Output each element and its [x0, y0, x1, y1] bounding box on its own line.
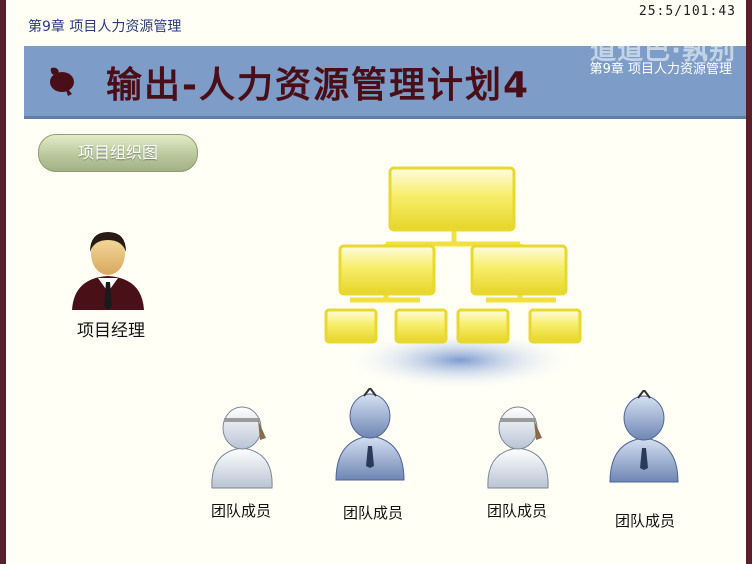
decorative-knot-icon [50, 67, 74, 96]
team-member-icon [335, 388, 405, 481]
frame-right [746, 0, 752, 564]
org-chart-icon [324, 166, 582, 390]
section-pill: 项目组织图 [38, 134, 198, 172]
team-member-icon [609, 390, 679, 483]
page-title: 输出-人力资源管理计划4 [106, 65, 530, 106]
slide: 第9章 项目人力资源管理 25:5/101:43 输出-人力资源管理计划4 道道… [6, 0, 746, 564]
chapter-subtitle: 第9章 项目人力资源管理 [589, 62, 732, 77]
title-bar: 输出-人力资源管理计划4 道道巴·孰别 第9章 项目人力资源管理 [24, 36, 746, 119]
chapter-label: 第9章 项目人力资源管理 [28, 19, 182, 35]
team-member-label: 团队成员 [614, 512, 675, 530]
team-member-icon [211, 406, 273, 489]
team-member-label: 团队成员 [210, 502, 271, 520]
team-member-icon [487, 406, 549, 489]
team-member-label: 团队成员 [342, 504, 403, 522]
frame-left [0, 0, 6, 564]
watermark: 道道巴·孰别 [590, 36, 736, 66]
timestamp: 25:5/101:43 [638, 4, 736, 19]
manager-icon [72, 232, 144, 310]
manager-label: 项目经理 [77, 321, 145, 341]
team-member-label: 团队成员 [486, 502, 547, 520]
